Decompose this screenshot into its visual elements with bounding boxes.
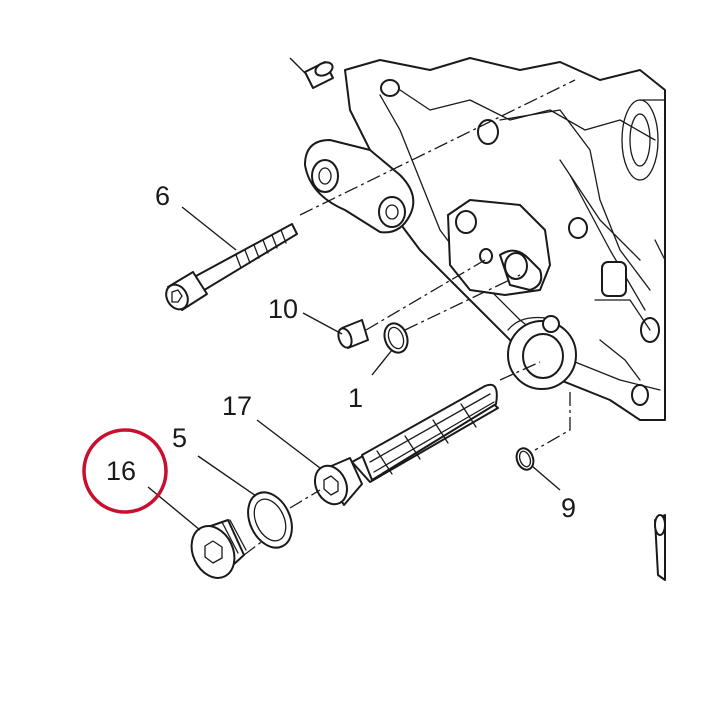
callout-10: 10 [268, 294, 298, 324]
callout-16: 16 [106, 456, 136, 486]
callout-1: 1 [348, 383, 363, 413]
callout-9: 9 [561, 493, 576, 523]
callout-labels: 6 10 1 9 5 17 16 [106, 181, 576, 523]
assembly-axis-lines [243, 79, 576, 556]
callout-6: 6 [155, 181, 170, 211]
drain-plug [190, 519, 247, 579]
o-ring-large [247, 491, 293, 549]
highlight-circle [82, 428, 168, 514]
bolt [165, 223, 298, 311]
leader-lines [147, 206, 561, 531]
edge-part [654, 514, 666, 581]
dowel-pin [337, 319, 369, 349]
o-ring-small [383, 322, 409, 354]
o-ring-small-right [515, 447, 535, 471]
callout-17: 17 [222, 391, 252, 421]
oil-filter-screen [313, 383, 499, 506]
mounting-lugs [304, 139, 415, 234]
bore-bosses [447, 199, 577, 390]
top-dowel [289, 57, 334, 89]
callout-5: 5 [172, 423, 187, 453]
